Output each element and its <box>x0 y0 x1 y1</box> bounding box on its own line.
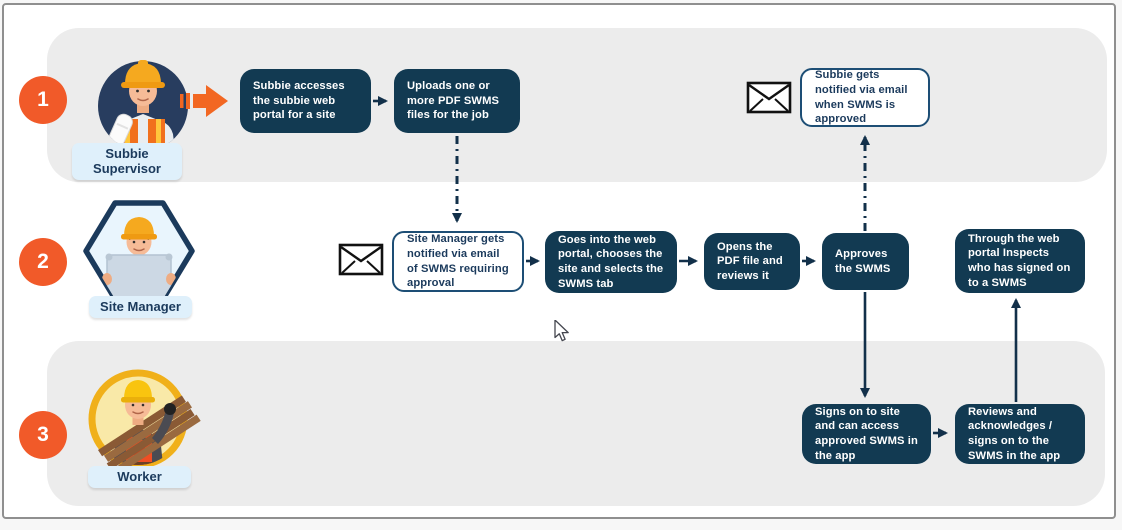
step-upload-pdf: Uploads one or more PDF SWMS files for t… <box>394 69 520 133</box>
subbie-supervisor-avatar-icon <box>98 60 188 151</box>
email-icon <box>338 243 384 276</box>
site-manager-avatar-icon <box>83 200 195 302</box>
step-approves: Approves the SWMS <box>822 233 909 290</box>
lane-band-worker <box>47 341 1105 506</box>
actor-label-subbie-supervisor: Subbie Supervisor <box>72 143 182 180</box>
actor-label-worker: Worker <box>88 466 191 488</box>
email-icon <box>746 81 792 114</box>
lane-number-2: 2 <box>19 238 67 286</box>
step-inspects: Through the web portal Inspects who has … <box>955 229 1085 293</box>
mouse-cursor <box>554 320 569 342</box>
step-opens-pdf: Opens the PDF file and reviews it <box>704 233 800 290</box>
step-manager-notified: Site Manager gets notified via email of … <box>392 231 524 292</box>
orange-impact-arrow-icon <box>180 85 228 117</box>
step-goes-portal: Goes into the web portal, chooses the si… <box>545 231 677 293</box>
lane-number-1: 1 <box>19 76 67 124</box>
worker-avatar-icon <box>88 369 201 474</box>
lane-band-subbie-supervisor <box>47 28 1107 182</box>
window-frame: 1 2 3 Subbie Supervisor <box>2 3 1116 519</box>
step-subbie-notified: Subbie gets notified via email when SWMS… <box>800 68 930 127</box>
lane-number-3: 3 <box>19 411 67 459</box>
actor-label-site-manager: Site Manager <box>89 296 192 318</box>
step-reviews-acknowledges: Reviews and acknowledges / signs on to t… <box>955 404 1085 464</box>
step-subbie-access: Subbie accesses the subbie web portal fo… <box>240 69 371 133</box>
step-signs-on-site: Signs on to site and can access approved… <box>802 404 931 464</box>
